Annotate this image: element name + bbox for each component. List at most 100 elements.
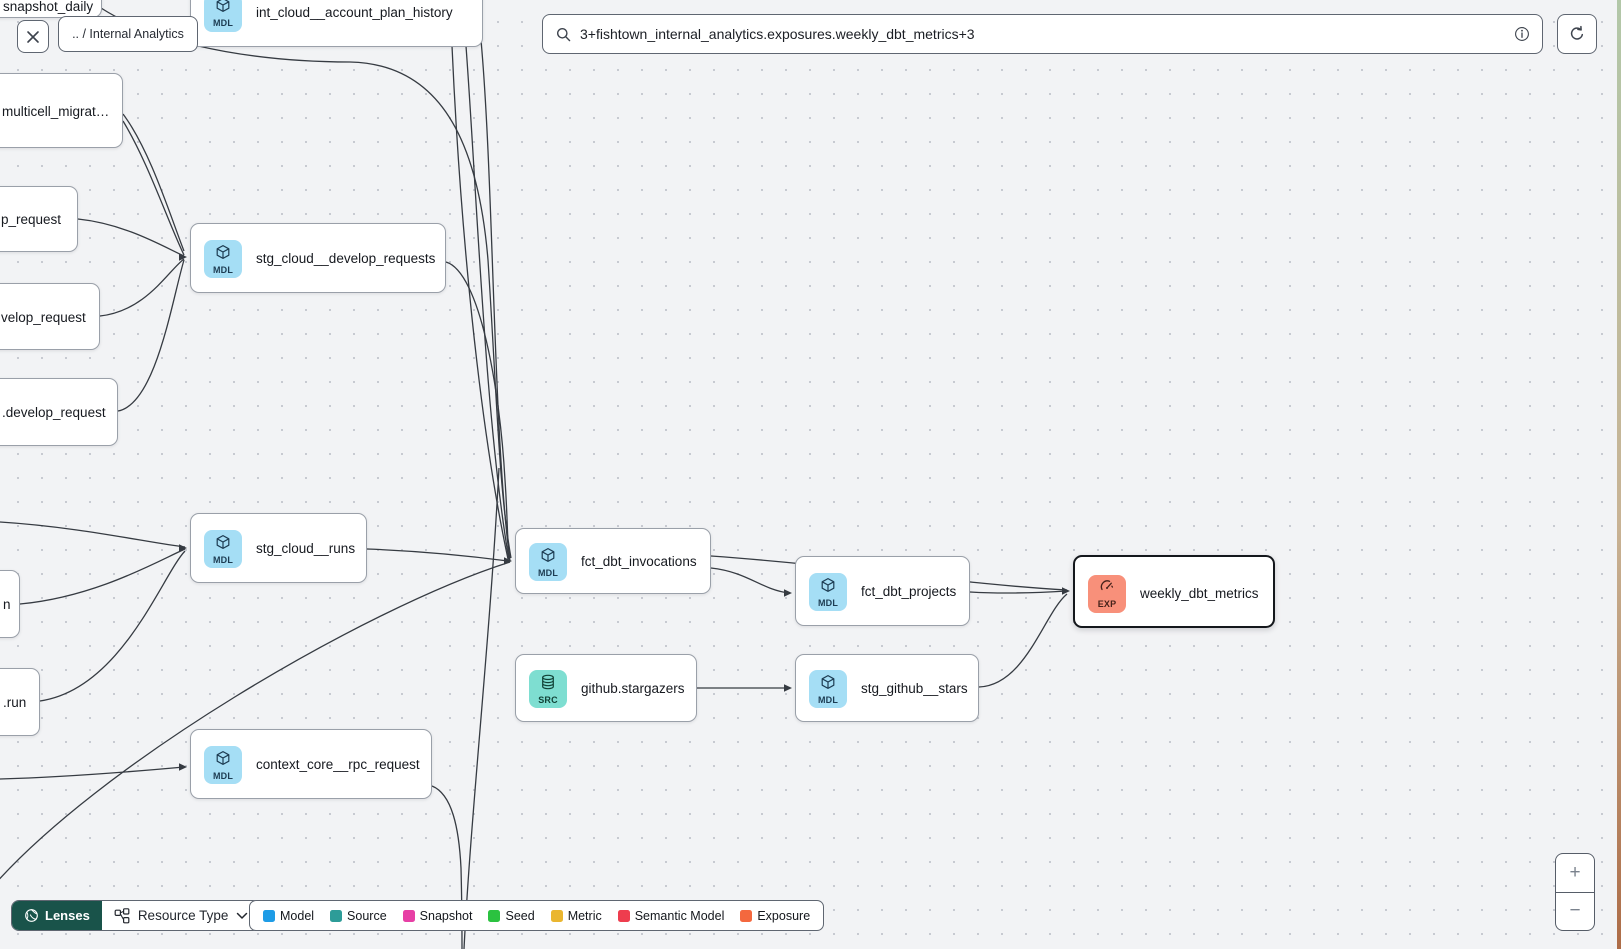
edge — [77, 218, 185, 257]
model-badge: MDL — [204, 0, 242, 32]
node-label: multicell_migrat… — [2, 104, 110, 119]
graph-node-run-partial[interactable]: .run — [0, 668, 40, 736]
search-input[interactable] — [580, 26, 1514, 42]
cube-icon — [215, 534, 231, 555]
cube-icon — [540, 547, 556, 568]
edge — [463, 467, 500, 949]
breadcrumb[interactable]: .. / Internal Analytics — [58, 16, 198, 52]
legend-swatch — [617, 909, 630, 922]
legend-item-semantic-model: Semantic Model — [617, 909, 724, 923]
badge-label: MDL — [212, 264, 234, 275]
graph-node-fct-dbt-invocations[interactable]: MDL fct_dbt_invocations — [515, 528, 711, 594]
model-badge: MDL — [204, 746, 242, 784]
refresh-button[interactable] — [1557, 14, 1597, 54]
graph-node-p-request[interactable]: p_request — [0, 186, 78, 252]
close-icon — [26, 30, 40, 44]
lens-control-group: Lenses Resource Type — [11, 900, 262, 931]
resource-type-icon — [114, 907, 130, 924]
graph-node-stg-cloud-develop-requests[interactable]: MDL stg_cloud__develop_requests — [190, 223, 446, 293]
edge — [465, 45, 510, 561]
edge — [969, 590, 1068, 594]
edge-arrowhead — [179, 253, 187, 261]
badge-label: MDL — [537, 567, 559, 578]
edge — [122, 113, 185, 252]
zoom-out-button[interactable]: − — [1556, 893, 1594, 931]
close-button[interactable] — [17, 20, 49, 53]
node-label: fct_dbt_projects — [861, 584, 957, 599]
legend-item-metric: Metric — [550, 909, 602, 923]
database-icon — [540, 674, 556, 695]
graph-node-stg-cloud-runs[interactable]: MDL stg_cloud__runs — [190, 513, 367, 583]
plus-icon: + — [1569, 861, 1581, 883]
screen-edge-artifact — [1617, 0, 1621, 949]
resource-type-dropdown[interactable]: Resource Type — [101, 901, 261, 930]
model-badge: MDL — [204, 530, 242, 568]
node-label: weekly_dbt_metrics — [1140, 586, 1259, 601]
legend-item-seed: Seed — [488, 908, 535, 923]
lenses-label: Lenses — [45, 908, 90, 923]
node-label: n — [3, 597, 11, 612]
node-label: github.stargazers — [581, 681, 685, 696]
minus-icon: − — [1569, 900, 1581, 922]
cube-icon — [215, 750, 231, 771]
selector-search-bar[interactable] — [542, 14, 1543, 54]
cube-icon — [215, 244, 231, 265]
zoom-in-button[interactable]: + — [1556, 854, 1594, 892]
legend-label: Seed — [505, 908, 535, 923]
legend-swatch — [263, 909, 275, 922]
graph-node-multicell-migration[interactable]: multicell_migrat… — [0, 73, 123, 148]
legend-swatch — [330, 909, 343, 922]
node-label: stg_cloud__runs — [256, 541, 356, 556]
edge-arrowhead — [784, 684, 792, 692]
zoom-control: + − — [1555, 853, 1595, 931]
edge — [366, 548, 509, 562]
gauge-icon — [1099, 578, 1115, 599]
graph-node-velop-request[interactable]: velop_request — [0, 283, 100, 350]
graph-node-n-partial[interactable]: n — [0, 570, 20, 638]
breadcrumb-label: .. / Internal Analytics — [72, 27, 184, 41]
edge — [445, 261, 511, 559]
legend-item-model: Model — [263, 909, 314, 923]
graph-node-develop-request[interactable]: .develop_request — [0, 378, 118, 446]
graph-node-int-cloud-account-plan-history[interactable]: MDL int_cloud__account_plan_history — [190, 0, 483, 47]
legend-label: Exposure — [757, 908, 811, 923]
legend-swatch — [740, 909, 753, 922]
node-label: int_cloud__account_plan_history — [256, 5, 453, 20]
graph-node-fct-dbt-projects[interactable]: MDL fct_dbt_projects — [795, 556, 970, 626]
legend-item-source: Source — [330, 909, 387, 923]
edge — [122, 120, 185, 256]
info-icon[interactable] — [1514, 26, 1530, 42]
node-label: fct_dbt_invocations — [581, 554, 697, 569]
badge-label: MDL — [212, 770, 234, 781]
resource-type-label: Resource Type — [137, 908, 229, 923]
lenses-button[interactable]: Lenses — [12, 901, 102, 930]
legend-label: Source — [347, 908, 387, 923]
badge-label: MDL — [817, 597, 839, 608]
edge-arrowhead — [784, 589, 792, 597]
chevron-down-icon — [236, 912, 248, 920]
legend-swatch — [488, 909, 501, 922]
graph-node-github-stargazers[interactable]: SRC github.stargazers — [515, 654, 697, 722]
edge — [19, 548, 186, 605]
refresh-icon — [1568, 25, 1586, 43]
edge — [117, 259, 185, 412]
edge-arrowhead — [179, 544, 187, 552]
node-label: .run — [3, 695, 27, 710]
legend-label: Model — [280, 908, 315, 923]
edge — [710, 567, 790, 594]
model-badge: MDL — [204, 240, 242, 278]
badge-label: SRC — [538, 694, 558, 705]
graph-node-snapshot-daily[interactable]: snapshot_daily — [0, 0, 102, 18]
edge — [480, 39, 511, 562]
node-label: stg_cloud__develop_requests — [256, 251, 436, 266]
node-label: stg_github__stars — [861, 681, 968, 696]
edge — [39, 550, 186, 702]
cube-icon — [820, 577, 836, 598]
model-badge: MDL — [809, 573, 847, 611]
node-label: p_request — [1, 212, 62, 227]
